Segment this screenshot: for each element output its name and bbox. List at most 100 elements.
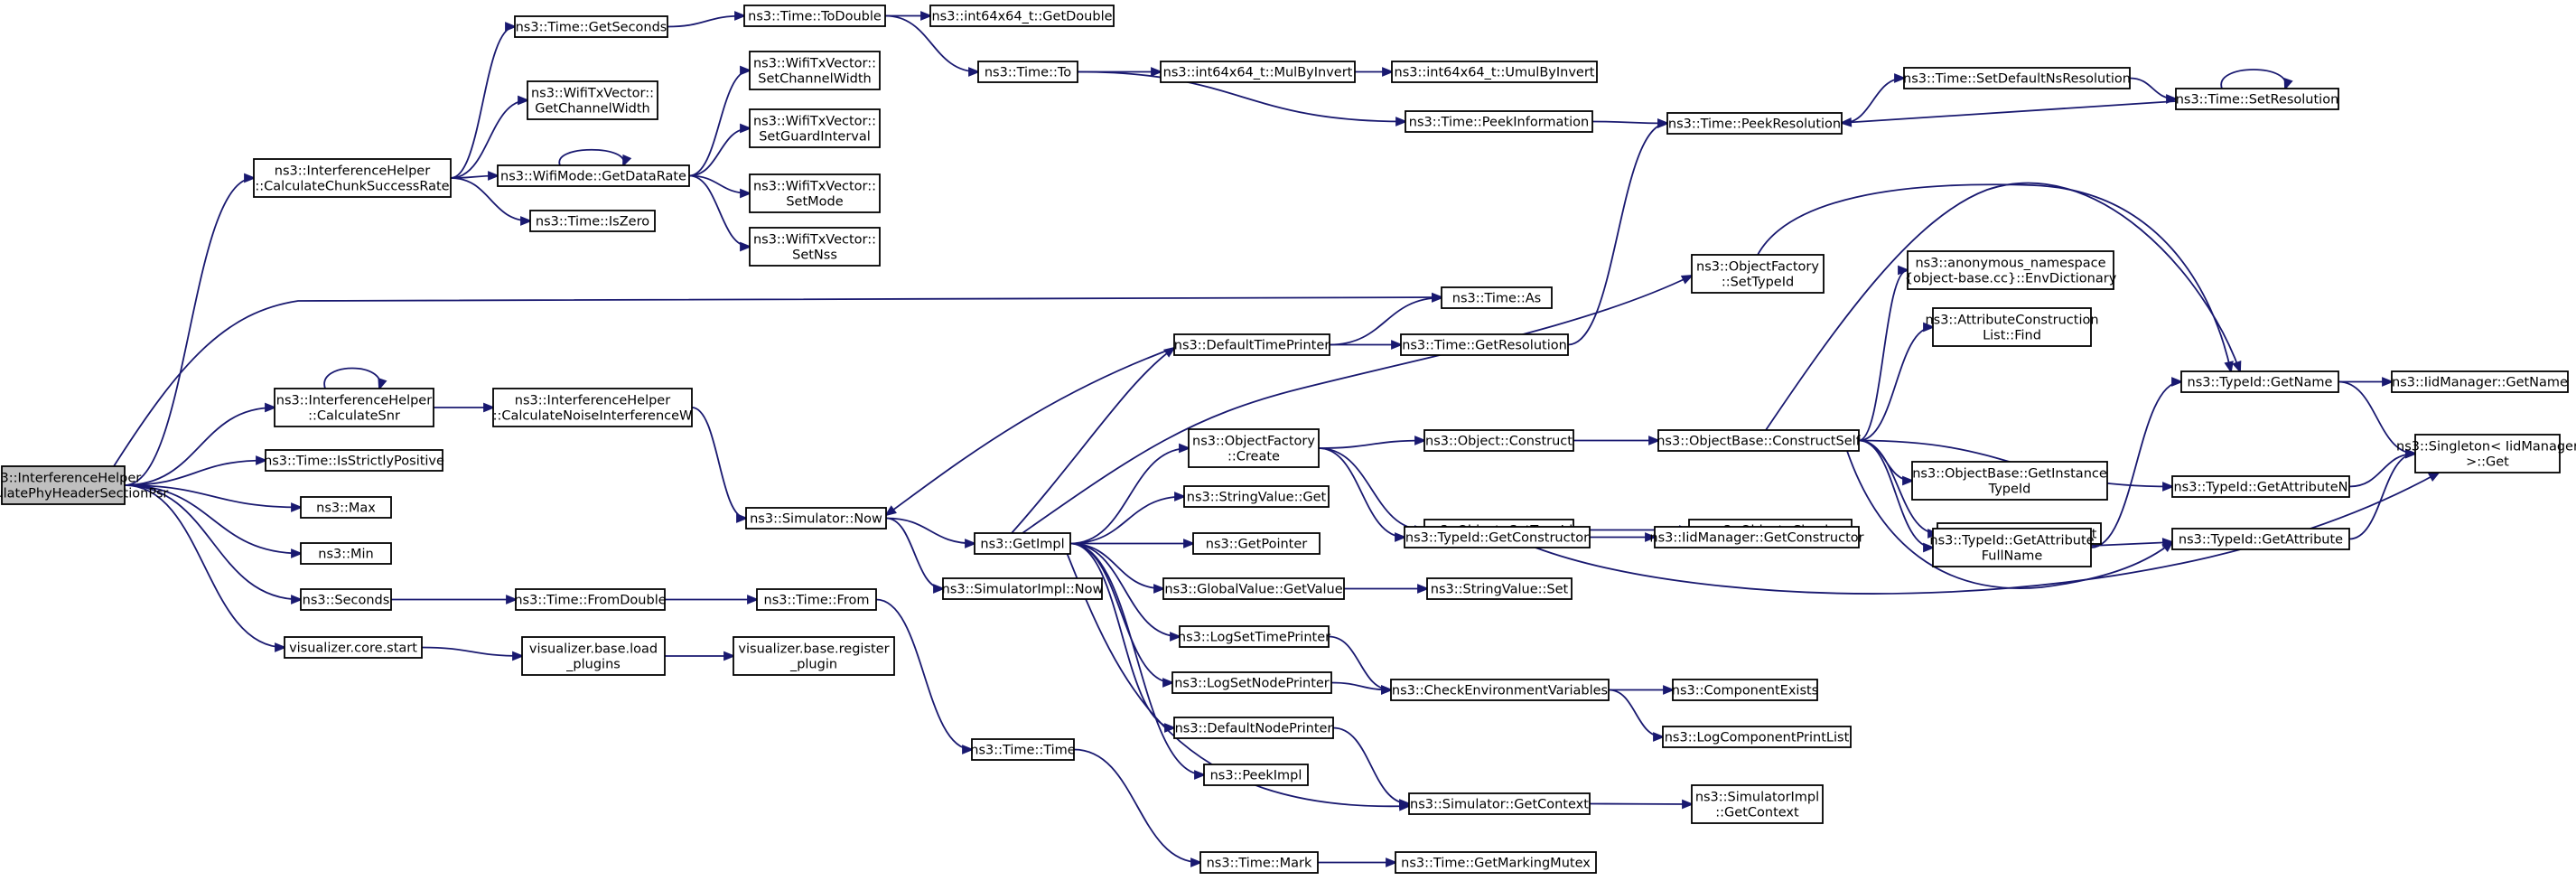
node-todouble[interactable]: ns3::Time::ToDouble <box>743 5 886 27</box>
node-singleton[interactable]: ns3::Singleton< IidManager>::Get <box>2396 434 2576 473</box>
node-logcompprint[interactable]: ns3::LogComponentPrintList <box>1662 726 1852 748</box>
node-envdict[interactable]: ns3::anonymous_namespace{object-base.cc}… <box>1905 250 2117 290</box>
call-edge-path <box>2348 453 2416 540</box>
node-strvalget[interactable]: ns3::StringValue::Get <box>1183 485 1330 508</box>
node-min[interactable]: ns3::Min <box>300 542 392 565</box>
node-getchw[interactable]: ns3::WifiTxVector::GetChannelWidth <box>527 80 658 120</box>
node-box <box>265 449 443 472</box>
node-chunk[interactable]: ns3::InterferenceHelper::CalculateChunkS… <box>253 158 452 198</box>
node-timeto[interactable]: ns3::Time::To <box>977 61 1078 83</box>
node-root[interactable]: ns3::InterferenceHelper::CalculatePhyHea… <box>0 465 168 505</box>
call-edge <box>1069 542 1207 780</box>
node-getseconds[interactable]: ns3::Time::GetSeconds <box>514 15 668 38</box>
node-label: ns3::ObjectBase::GetInstance <box>1912 467 2107 482</box>
arrowhead <box>1894 73 1907 83</box>
node-getdouble[interactable]: ns3::int64x64_t::GetDouble <box>929 5 1115 27</box>
node-checkenv[interactable]: ns3::CheckEnvironmentVariables <box>1390 679 1610 701</box>
arrowhead <box>2224 361 2234 374</box>
call-edge-path <box>885 517 975 545</box>
node-simimplgetctx[interactable]: ns3::SimulatorImpl::GetContext <box>1691 784 1824 824</box>
call-edge <box>124 402 277 486</box>
node-setdefres[interactable]: ns3::Time::SetDefaultNsResolution <box>1903 67 2131 89</box>
node-simimplnow[interactable]: ns3::SimulatorImpl::Now <box>942 577 1104 600</box>
node-isstrict[interactable]: ns3::Time::IsStrictlyPositive <box>264 449 444 472</box>
node-simgetctx[interactable]: ns3::Simulator::GetContext <box>1408 792 1591 815</box>
node-timetime[interactable]: ns3::Time::Time <box>970 738 1076 761</box>
node-constructself[interactable]: ns3::ObjectBase::ConstructSelf <box>1657 429 1862 452</box>
node-timemark[interactable]: ns3::Time::Mark <box>1199 851 1319 874</box>
node-getpointer[interactable]: ns3::GetPointer <box>1192 532 1321 555</box>
node-label: ns3::Time::SetResolution <box>2176 93 2339 108</box>
node-peekres[interactable]: ns3::Time::PeekResolution <box>1666 112 1843 135</box>
node-objconstruct[interactable]: ns3::Object::Construct <box>1423 429 1574 452</box>
node-setmode[interactable]: ns3::WifiTxVector::SetMode <box>749 173 881 213</box>
node-timeas[interactable]: ns3::Time::As <box>1441 286 1553 309</box>
node-loadplugins[interactable]: visualizer.base.load_plugins <box>521 636 666 676</box>
node-tidgetname[interactable]: ns3::TypeId::GetName <box>2180 370 2339 393</box>
node-deftimeprinter[interactable]: ns3::DefaultTimePrinter <box>1173 333 1330 356</box>
node-iszero[interactable]: ns3::Time::IsZero <box>529 210 656 232</box>
arrowhead <box>1163 346 1176 358</box>
call-edge-path <box>1011 347 1175 534</box>
node-label: GetChannelWidth <box>535 102 650 117</box>
node-getattribute[interactable]: ns3::TypeId::GetAttribute <box>2171 528 2350 550</box>
node-ofsettypeid[interactable]: ns3::ObjectFactory::SetTypeId <box>1691 254 1825 294</box>
node-snr[interactable]: ns3::InterferenceHelper::CalculateSnr <box>274 388 434 427</box>
node-peekimpl[interactable]: ns3::PeekImpl <box>1203 764 1309 786</box>
node-label: ns3::InterferenceHelper <box>275 164 430 179</box>
node-setnss[interactable]: ns3::WifiTxVector::SetNss <box>749 227 881 267</box>
node-strvalset[interactable]: ns3::StringValue::Set <box>1426 577 1573 600</box>
call-edge-path <box>1069 495 1185 545</box>
node-setres[interactable]: ns3::Time::SetResolution <box>2175 88 2339 110</box>
node-label: ns3::TypeId::GetConstructor <box>1405 531 1589 546</box>
node-setgi[interactable]: ns3::WifiTxVector::SetGuardInterval <box>749 108 881 148</box>
arrowhead <box>1923 542 1936 553</box>
node-box <box>253 158 452 198</box>
node-getconstructor[interactable]: ns3::TypeId::GetConstructor <box>1404 526 1591 548</box>
node-getmarkmutex[interactable]: ns3::Time::GetMarkingMutex <box>1395 851 1597 874</box>
node-mulbyinv[interactable]: ns3::int64x64_t::MulByInvert <box>1160 61 1356 83</box>
arrowhead <box>520 216 533 226</box>
node-box <box>300 496 392 519</box>
node-getattrn[interactable]: ns3::TypeId::GetAttributeN <box>2171 475 2350 498</box>
node-regplugin[interactable]: visualizer.base.register_plugin <box>733 636 895 676</box>
call-edge-path <box>2338 380 2416 455</box>
node-max[interactable]: ns3::Max <box>300 496 392 519</box>
node-label: SetMode <box>786 195 843 210</box>
node-iidgetname[interactable]: ns3::IidManager::GetName <box>2391 370 2569 393</box>
node-fromdouble[interactable]: ns3::Time::FromDouble <box>514 588 667 611</box>
node-getdatarate[interactable]: ns3::WifiMode::GetDataRate <box>497 164 690 187</box>
node-timefrom[interactable]: ns3::Time::From <box>756 588 877 611</box>
node-setchw[interactable]: ns3::WifiTxVector::SetChannelWidth <box>749 51 881 90</box>
node-getimpl[interactable]: ns3::GetImpl <box>974 532 1071 555</box>
node-vizstart[interactable]: visualizer.core.start <box>284 636 423 659</box>
node-logsettime[interactable]: ns3::LogSetTimePrinter <box>1178 625 1330 648</box>
call-edge-path <box>1757 183 2232 372</box>
arrowhead <box>1395 117 1408 127</box>
node-compexists[interactable]: ns3::ComponentExists <box>1672 679 1819 701</box>
node-label: ns3::Time::IsStrictlyPositive <box>264 455 444 469</box>
node-label: ns3::TypeId::GetName <box>2188 376 2333 390</box>
node-umulbyinv[interactable]: ns3::int64x64_t::UmulByInvert <box>1391 61 1598 83</box>
node-logsetnode[interactable]: ns3::LogSetNodePrinter <box>1171 671 1332 694</box>
node-noiseinterf[interactable]: ns3::InterferenceHelper::CalculateNoiseI… <box>492 388 693 427</box>
arrowhead <box>1663 685 1675 695</box>
call-edge <box>124 484 287 652</box>
node-box <box>1 465 126 505</box>
node-simnow[interactable]: ns3::Simulator::Now <box>745 507 887 530</box>
node-defnodeprinter[interactable]: ns3::DefaultNodePrinter <box>1173 717 1334 739</box>
node-getresolution[interactable]: ns3::Time::GetResolution <box>1400 333 1569 356</box>
node-box <box>929 5 1115 27</box>
node-label: ::CalculateSnr <box>308 409 400 424</box>
call-edge <box>558 148 632 168</box>
call-edge-path <box>1567 122 1668 346</box>
node-ofcreate[interactable]: ns3::ObjectFactory::Create <box>1188 428 1320 468</box>
node-iidgetconstructor[interactable]: ns3::IidManager::GetConstructor <box>1649 526 1864 548</box>
node-gvgetvalue[interactable]: ns3::GlobalValue::GetValue <box>1162 577 1345 600</box>
call-edge-path <box>1065 549 1410 808</box>
node-seconds[interactable]: ns3::Seconds <box>300 588 392 611</box>
node-peekinfo[interactable]: ns3::Time::PeekInformation <box>1405 110 1593 133</box>
